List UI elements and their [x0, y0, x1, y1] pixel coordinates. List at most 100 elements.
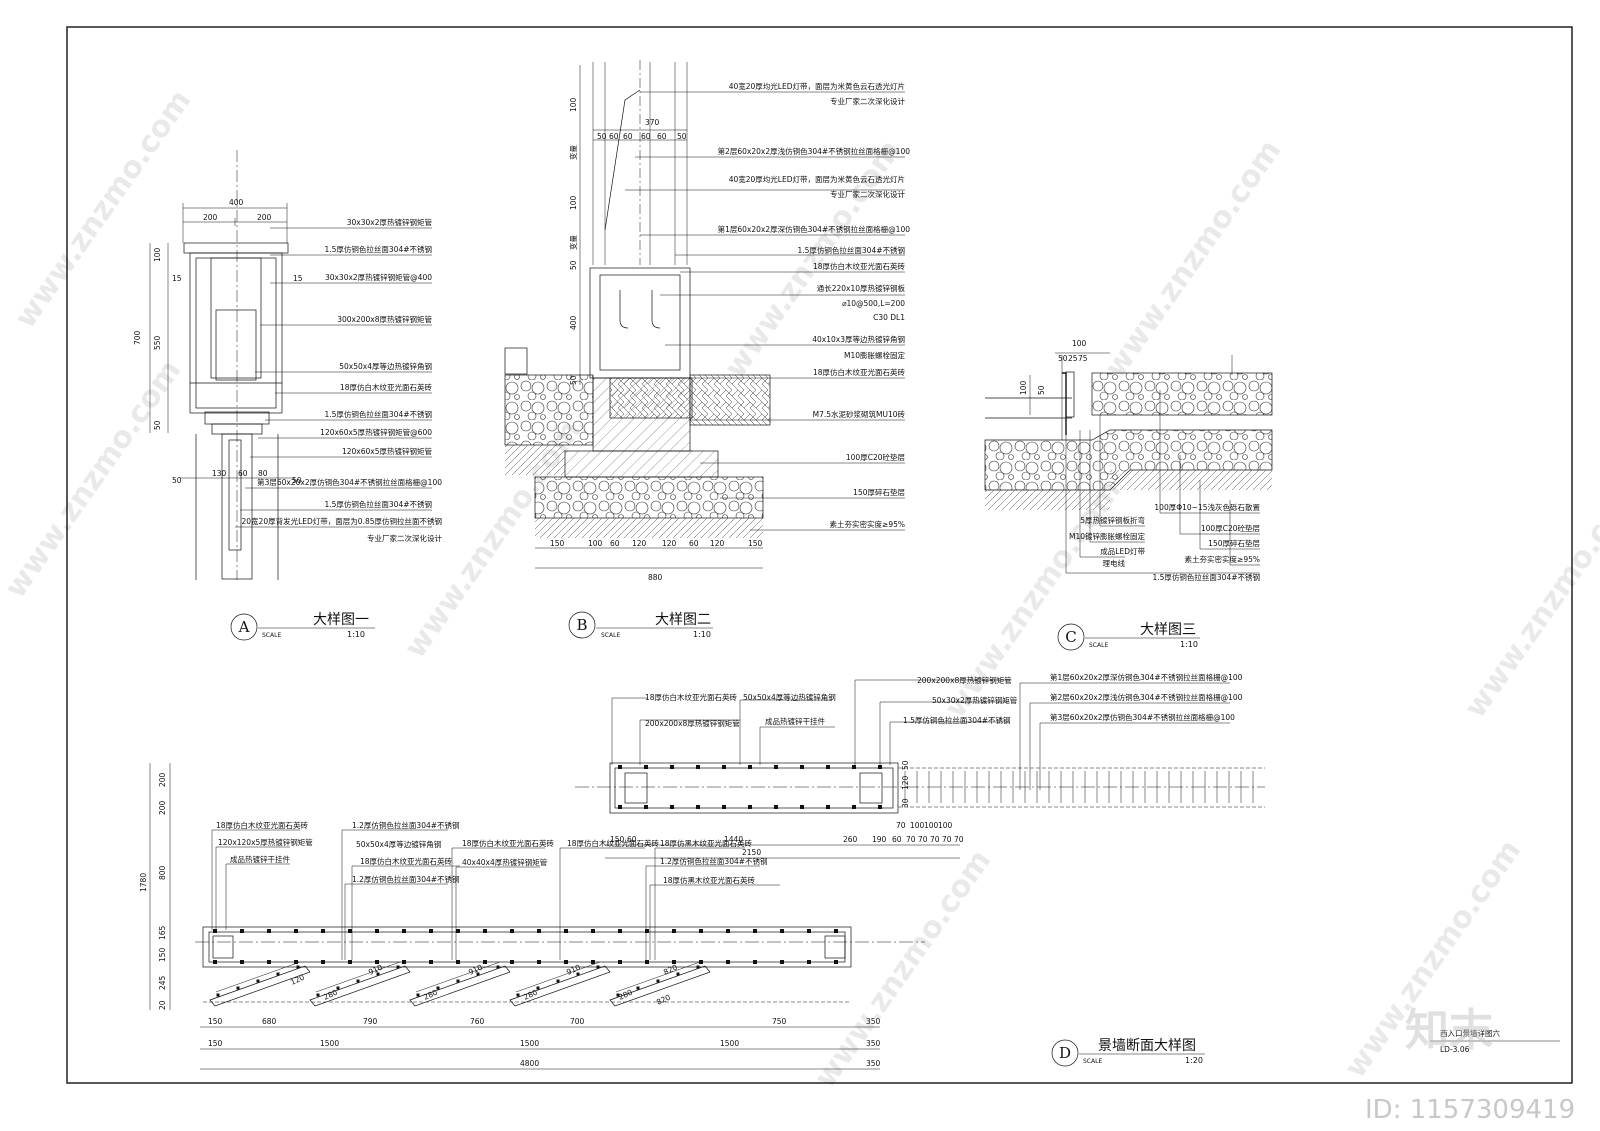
dim-d-fin: 280	[422, 988, 439, 1002]
dim-d-fin: 280	[522, 988, 539, 1002]
bolt-mark	[376, 972, 380, 976]
bolt-mark	[696, 805, 700, 809]
dim-d-row2: 1500	[720, 1039, 739, 1048]
bolt-mark	[456, 979, 460, 983]
dim-b-bottom: 120	[710, 539, 725, 548]
bolt-mark	[348, 960, 352, 964]
dim-a-left: 15	[172, 274, 182, 283]
bolt-mark	[852, 805, 856, 809]
dim-d-left: 20	[158, 1000, 167, 1010]
bolt-mark	[644, 805, 648, 809]
detail-marker-d	[1051, 1039, 1079, 1067]
detail-a: 400 200 200 700 100 550 50 15 15 50 130 …	[133, 150, 442, 641]
label-b: 第1层60x20x2厚深仿铜色304#不锈钢拉丝面格栅@100	[718, 224, 911, 234]
dim-b-left: 100	[569, 97, 578, 112]
label-d-bottom: 1.2厚仿铜色拉丝面304#不锈钢	[352, 820, 460, 830]
dim-b-bottom-total: 880	[648, 573, 663, 582]
dim-a-left: 550	[153, 335, 162, 350]
bolt-mark	[316, 993, 320, 997]
watermark: www.znzmo.com	[1458, 474, 1600, 725]
bolt-mark	[726, 929, 730, 933]
label-c: 100厚Φ10~15浅灰色砾石散置	[1154, 502, 1260, 512]
detail-id-a: A	[238, 618, 250, 636]
bolt-mark	[336, 986, 340, 990]
detail-id-b: B	[576, 616, 587, 634]
label-c: 5厚热镀锌钢板折弯	[1080, 515, 1145, 525]
label-b: M7.5水泥砂浆砌筑MU10砖	[813, 409, 906, 419]
dim-b-left: 400	[569, 315, 578, 330]
bolt-mark	[645, 960, 649, 964]
bolt-mark	[375, 929, 379, 933]
label-d-bottom: 50x50x4厚等边镀锌角钢	[356, 839, 441, 849]
detail-d-top: 150 60 1440 260 190 60 70 70 70 70 70 21…	[575, 672, 1265, 859]
label-d-bottom: 18厚仿白木纹亚光面石英砖	[216, 820, 309, 830]
label-c: 100厚C20砼垫层	[1201, 523, 1261, 533]
dim-d-top-under: 70	[942, 835, 952, 844]
bolt-mark	[213, 960, 217, 964]
watermark: www.znzmo.com	[0, 354, 188, 605]
logo-text: 知末	[1405, 1005, 1493, 1056]
dim-d-fin: 820	[655, 993, 672, 1007]
label-d-top: 第2层60x20x2厚浅仿铜色304#不锈钢拉丝面格栅@100	[1050, 692, 1243, 702]
scale-word-d: SCALE	[1083, 1058, 1102, 1065]
label-d-bottom: 18厚仿白木纹亚光面石英砖	[567, 838, 660, 848]
bolt-mark	[645, 929, 649, 933]
watermark-layer: www.znzmo.com www.znzmo.com www.znzmo.co…	[0, 84, 1600, 1095]
scale-a: 1:10	[347, 630, 365, 639]
bolt-mark	[618, 960, 622, 964]
bolt-mark	[826, 765, 830, 769]
bolt-mark	[429, 960, 433, 964]
dim-d-row1: 760	[470, 1017, 485, 1026]
bolt-mark	[564, 929, 568, 933]
angled-fin	[409, 965, 511, 1007]
dim-d-top-under2: 100	[910, 821, 925, 830]
dim-d-row2: 1500	[520, 1039, 539, 1048]
bolt-mark	[476, 972, 480, 976]
detail-marker-b	[568, 611, 596, 639]
bolt-mark	[753, 929, 757, 933]
label-b: 40宽20厚均光LED灯带，面层为米黄色云石透光灯片	[729, 174, 905, 184]
bolt-mark	[780, 960, 784, 964]
scale-c: 1:10	[1180, 640, 1198, 649]
dim-d-top-under: 70	[954, 835, 964, 844]
bolt-mark	[213, 929, 217, 933]
bolt-mark	[348, 929, 352, 933]
bolt-mark	[576, 972, 580, 976]
bolt-mark	[236, 986, 240, 990]
bolt-mark	[321, 929, 325, 933]
dim-d-row2: 150	[208, 1039, 223, 1048]
watermark: www.znzmo.com	[938, 474, 1128, 725]
bolt-mark	[699, 929, 703, 933]
dim-d-left: 200	[158, 772, 167, 787]
label-d-bottom: 1.2厚仿铜色拉丝面304#不锈钢	[660, 856, 768, 866]
bolt-mark	[807, 929, 811, 933]
dim-d-row1: 790	[363, 1017, 378, 1026]
bolt-mark	[774, 805, 778, 809]
dim-b-bottom: 100	[588, 539, 603, 548]
label-a: 1.5厚仿铜色拉丝面304#不锈钢	[324, 409, 432, 419]
dim-a-bottom: 130	[212, 469, 227, 478]
dim-a-top: 200	[203, 213, 218, 222]
detail-b: 370 50 60 60 60 60 50 100 变量 100 变量 50 4…	[504, 60, 911, 639]
brand-logo: 知末	[1405, 1005, 1493, 1056]
bolt-mark	[878, 765, 882, 769]
label-b: 1.5厚仿铜色拉丝面304#不锈钢	[797, 245, 905, 255]
label-b: 40宽20厚均光LED灯带，面层为米黄色云石透光灯片	[729, 81, 905, 91]
bolt-mark	[256, 979, 260, 983]
bolt-mark	[878, 805, 882, 809]
bolt-mark	[800, 805, 804, 809]
label-a: 1.5厚仿铜色拉丝面304#不锈钢	[324, 244, 432, 254]
dim-d-top-right: 50	[901, 760, 910, 770]
label-a: 18厚仿白木纹亚光面石英砖	[340, 382, 433, 392]
label-d-bottom: 18厚仿白木纹亚光面石英砖	[462, 838, 555, 848]
label-d-top: 50x50x4厚等边热镀锌角钢	[743, 692, 836, 702]
bolt-mark	[294, 960, 298, 964]
dim-d-fin: 820	[662, 963, 679, 977]
bolt-mark	[537, 960, 541, 964]
bolt-mark	[656, 979, 660, 983]
dim-d-row1: 750	[772, 1017, 787, 1026]
bolt-mark	[429, 929, 433, 933]
bolt-mark	[722, 805, 726, 809]
bolt-mark	[753, 960, 757, 964]
